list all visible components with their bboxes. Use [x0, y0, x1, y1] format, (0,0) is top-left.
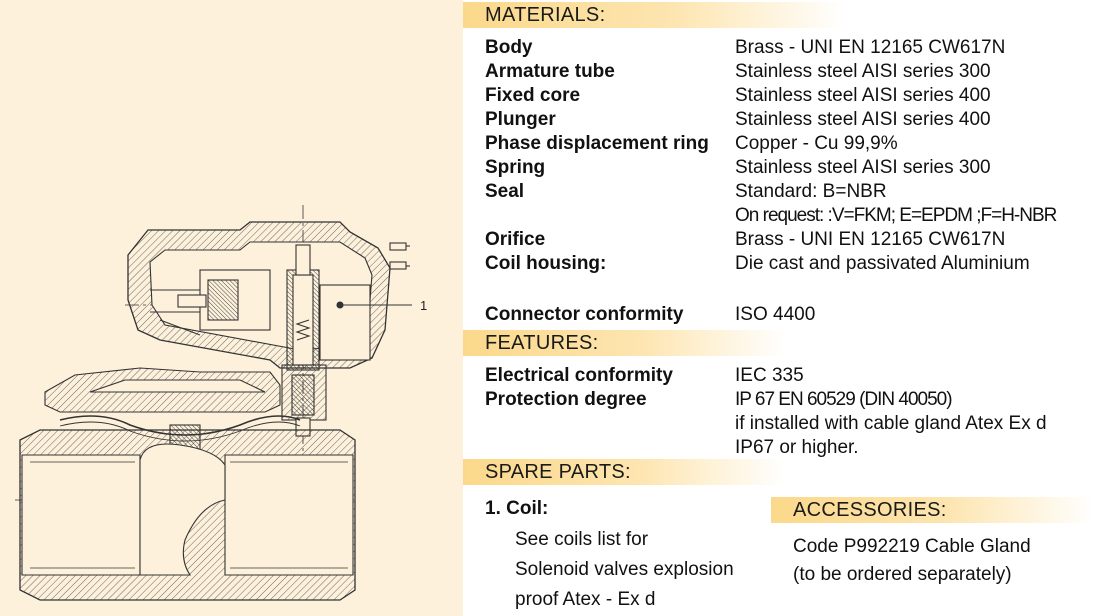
material-value: Stainless steel AISI series 400: [735, 85, 991, 106]
material-label: Armature tube: [485, 61, 615, 82]
material-value: Die cast and passivated Aluminium: [735, 253, 1030, 274]
material-value: Standard: B=NBR: [735, 181, 887, 202]
accessories-title: ACCESSORIES:: [793, 499, 947, 521]
materials-title: MATERIALS:: [485, 4, 606, 26]
material-label: Body: [485, 37, 533, 58]
material-label: Spring: [485, 157, 546, 178]
feature-value: if installed with cable gland Atex Ex d: [735, 413, 1047, 434]
material-value: Brass - UNI EN 12165 CW617N: [735, 37, 1006, 58]
material-value: Stainless steel AISI series 300: [735, 61, 991, 82]
feature-label: Electrical conformity: [485, 365, 673, 386]
accessories-heading: ACCESSORIES:: [771, 497, 1093, 523]
spare-part-line: Solenoid valves explosion: [515, 559, 734, 580]
features-title: FEATURES:: [485, 332, 599, 354]
material-value: Stainless steel AISI series 400: [735, 109, 991, 130]
connector-value: ISO 4400: [735, 304, 816, 325]
feature-value: IP67 or higher.: [735, 437, 859, 458]
feature-value: IP 67 EN 60529 (DIN 40050): [735, 389, 953, 410]
accessory-line: Code P992219 Cable Gland: [793, 536, 1031, 557]
accessory-line: (to be ordered separately): [793, 564, 1012, 585]
material-value: Copper - Cu 99,9%: [735, 133, 898, 154]
callout-number: 1: [420, 298, 427, 313]
material-label: Orifice: [485, 229, 546, 250]
features-heading: FEATURES:: [463, 330, 785, 356]
material-label: Plunger: [485, 109, 556, 130]
material-label: Fixed core: [485, 85, 581, 106]
material-value: Stainless steel AISI series 300: [735, 157, 991, 178]
spare-part-line: proof Atex - Ex d: [515, 589, 656, 610]
spare-parts-title: SPARE PARTS:: [485, 461, 631, 483]
feature-value: IEC 335: [735, 365, 804, 386]
material-value: Brass - UNI EN 12165 CW617N: [735, 229, 1006, 250]
feature-label: Protection degree: [485, 389, 647, 410]
material-label: Seal: [485, 181, 525, 202]
material-label: Coil housing:: [485, 253, 607, 274]
spare-part-coil-title: 1. Coil:: [485, 498, 549, 519]
connector-label: Connector conformity: [485, 304, 684, 325]
materials-heading: MATERIALS:: [463, 2, 845, 28]
valve-cross-section-figure: 1: [15, 205, 427, 601]
valve-section-drawing: 1: [0, 0, 463, 616]
spare-parts-heading: SPARE PARTS:: [463, 459, 785, 485]
spare-part-line: See coils list for: [515, 529, 649, 550]
material-value: On request: :V=FKM; E=EPDM ;F=H-NBR: [735, 205, 1057, 226]
material-label: Phase displacement ring: [485, 133, 709, 154]
